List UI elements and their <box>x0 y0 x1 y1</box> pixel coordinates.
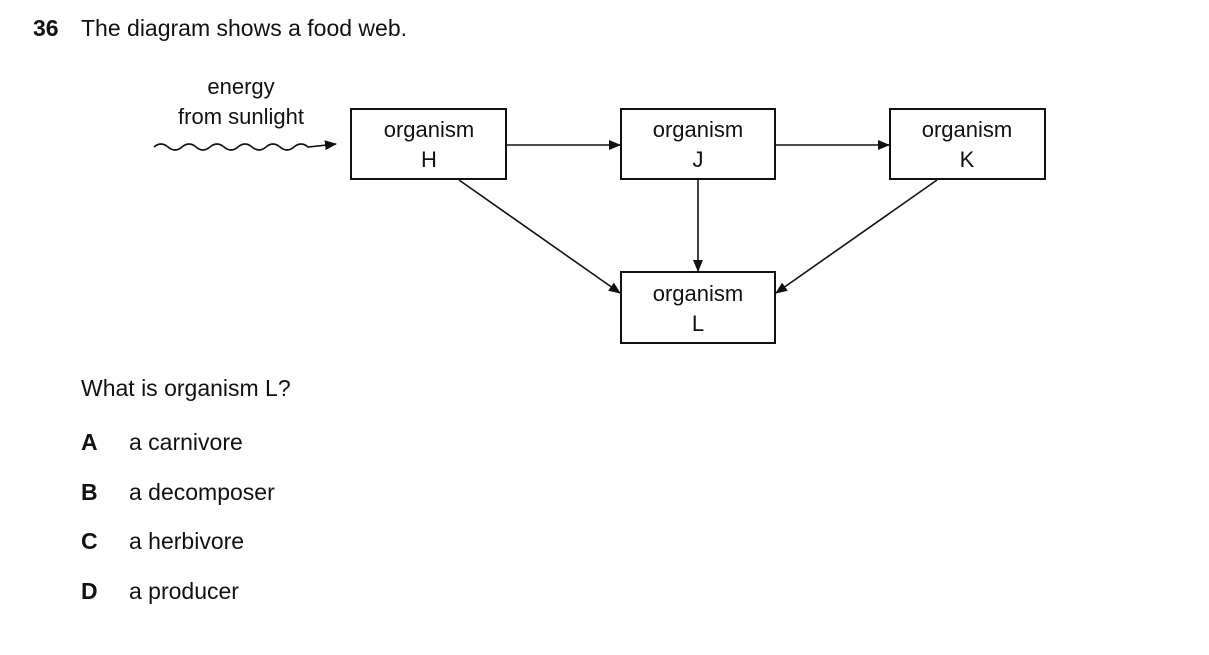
option-letter: A <box>81 429 98 455</box>
option-letter: B <box>81 479 98 505</box>
organism-l-letter: L <box>692 311 704 336</box>
organism-h-box: organism H <box>350 108 507 180</box>
organism-l-label: organism <box>653 281 743 306</box>
arrow-k-to-l <box>775 179 938 294</box>
organism-h-letter: H <box>421 147 437 172</box>
option-text: a producer <box>129 578 239 604</box>
option-letter: D <box>81 578 98 604</box>
arrow-h-to-l <box>458 179 621 294</box>
question-stem: The diagram shows a food web. <box>81 15 408 41</box>
sunlight-label-line1: energy <box>207 74 274 99</box>
option-text: a decomposer <box>129 479 275 505</box>
sunlight-wavy-arrow <box>153 140 337 151</box>
food-web-diagram: energy from sunlight organism H organism… <box>153 74 1046 344</box>
organism-k-letter: K <box>960 147 975 172</box>
organism-k-label: organism <box>922 117 1012 142</box>
question-number: 36 <box>33 15 59 41</box>
option-text: a herbivore <box>129 528 245 554</box>
option-letter: C <box>81 528 98 554</box>
organism-j-letter: J <box>693 147 704 172</box>
option-text: a carnivore <box>129 429 243 455</box>
organism-k-box: organism K <box>889 108 1046 180</box>
organism-j-label: organism <box>653 117 743 142</box>
sunlight-label-line2: from sunlight <box>178 104 304 129</box>
question-prompt: What is organism L? <box>81 375 291 401</box>
organism-h-label: organism <box>384 117 474 142</box>
organism-j-box: organism J <box>620 108 776 180</box>
organism-l-box: organism L <box>620 271 776 344</box>
